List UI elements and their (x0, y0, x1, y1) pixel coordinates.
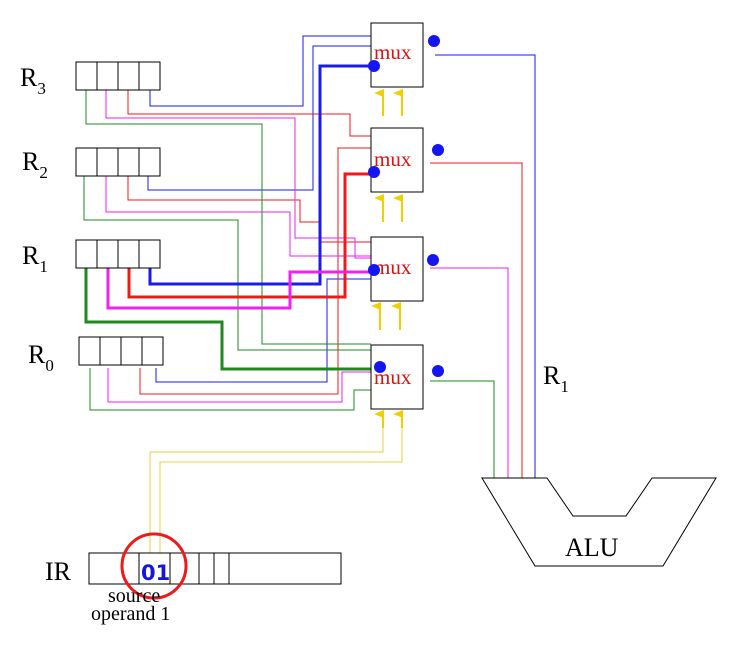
mux-1-input-dot (368, 264, 380, 276)
ir-label: IR (45, 557, 72, 586)
ir-box (88, 552, 342, 585)
mux-1-label: mux (374, 255, 412, 279)
mux-1: mux (368, 236, 439, 330)
wires-r1 (105, 90, 509, 480)
register-r2: R2 (22, 147, 161, 182)
highlight-circle (120, 532, 188, 600)
wire-r1-to-mux2 (127, 172, 372, 299)
register-r3-label: R3 (20, 63, 46, 98)
register-r0: R0 (28, 336, 164, 375)
mux-2-output-dot (432, 144, 444, 156)
register-r0-label: R0 (28, 340, 54, 375)
mux-2-label: mux (374, 147, 412, 171)
mux-3-label: mux (374, 40, 412, 64)
mux-1-output-dot (427, 254, 439, 266)
wire-r1-to-mux1 (106, 268, 372, 310)
alu-label: ALU (565, 533, 619, 562)
mux-2: mux (368, 127, 444, 222)
ir-source-field-value: 01 (141, 561, 170, 585)
highlighted-wires (84, 64, 372, 371)
register-r2-label: R2 (22, 147, 48, 182)
wire-r1-to-mux0 (84, 268, 372, 371)
alu-shape (481, 477, 717, 567)
wires-r0 (83, 90, 495, 480)
mux-3: mux (368, 22, 440, 116)
ir-caption-line2: operand 1 (91, 603, 170, 625)
wire-r1-to-mux3 (148, 64, 372, 286)
register-r1-label: R1 (22, 241, 48, 276)
mux-2-input-dot (368, 166, 380, 178)
instruction-register: IR 01 source operand 1 (45, 532, 342, 625)
alu: ALU R1 (481, 361, 717, 567)
mux-0-output-dot (432, 365, 444, 377)
ir-caption-line1: source (108, 585, 160, 607)
mux-3-output-dot (428, 35, 440, 47)
register-r1: R1 (22, 239, 161, 276)
register-r3: R3 (20, 61, 161, 98)
mux-3-input-dot (368, 60, 380, 72)
wires-r3 (147, 35, 536, 480)
alu-input-label: R1 (543, 361, 569, 396)
mux-0-input-dot (374, 361, 386, 373)
select-lines (149, 428, 403, 555)
mux-0: mux (370, 344, 444, 428)
